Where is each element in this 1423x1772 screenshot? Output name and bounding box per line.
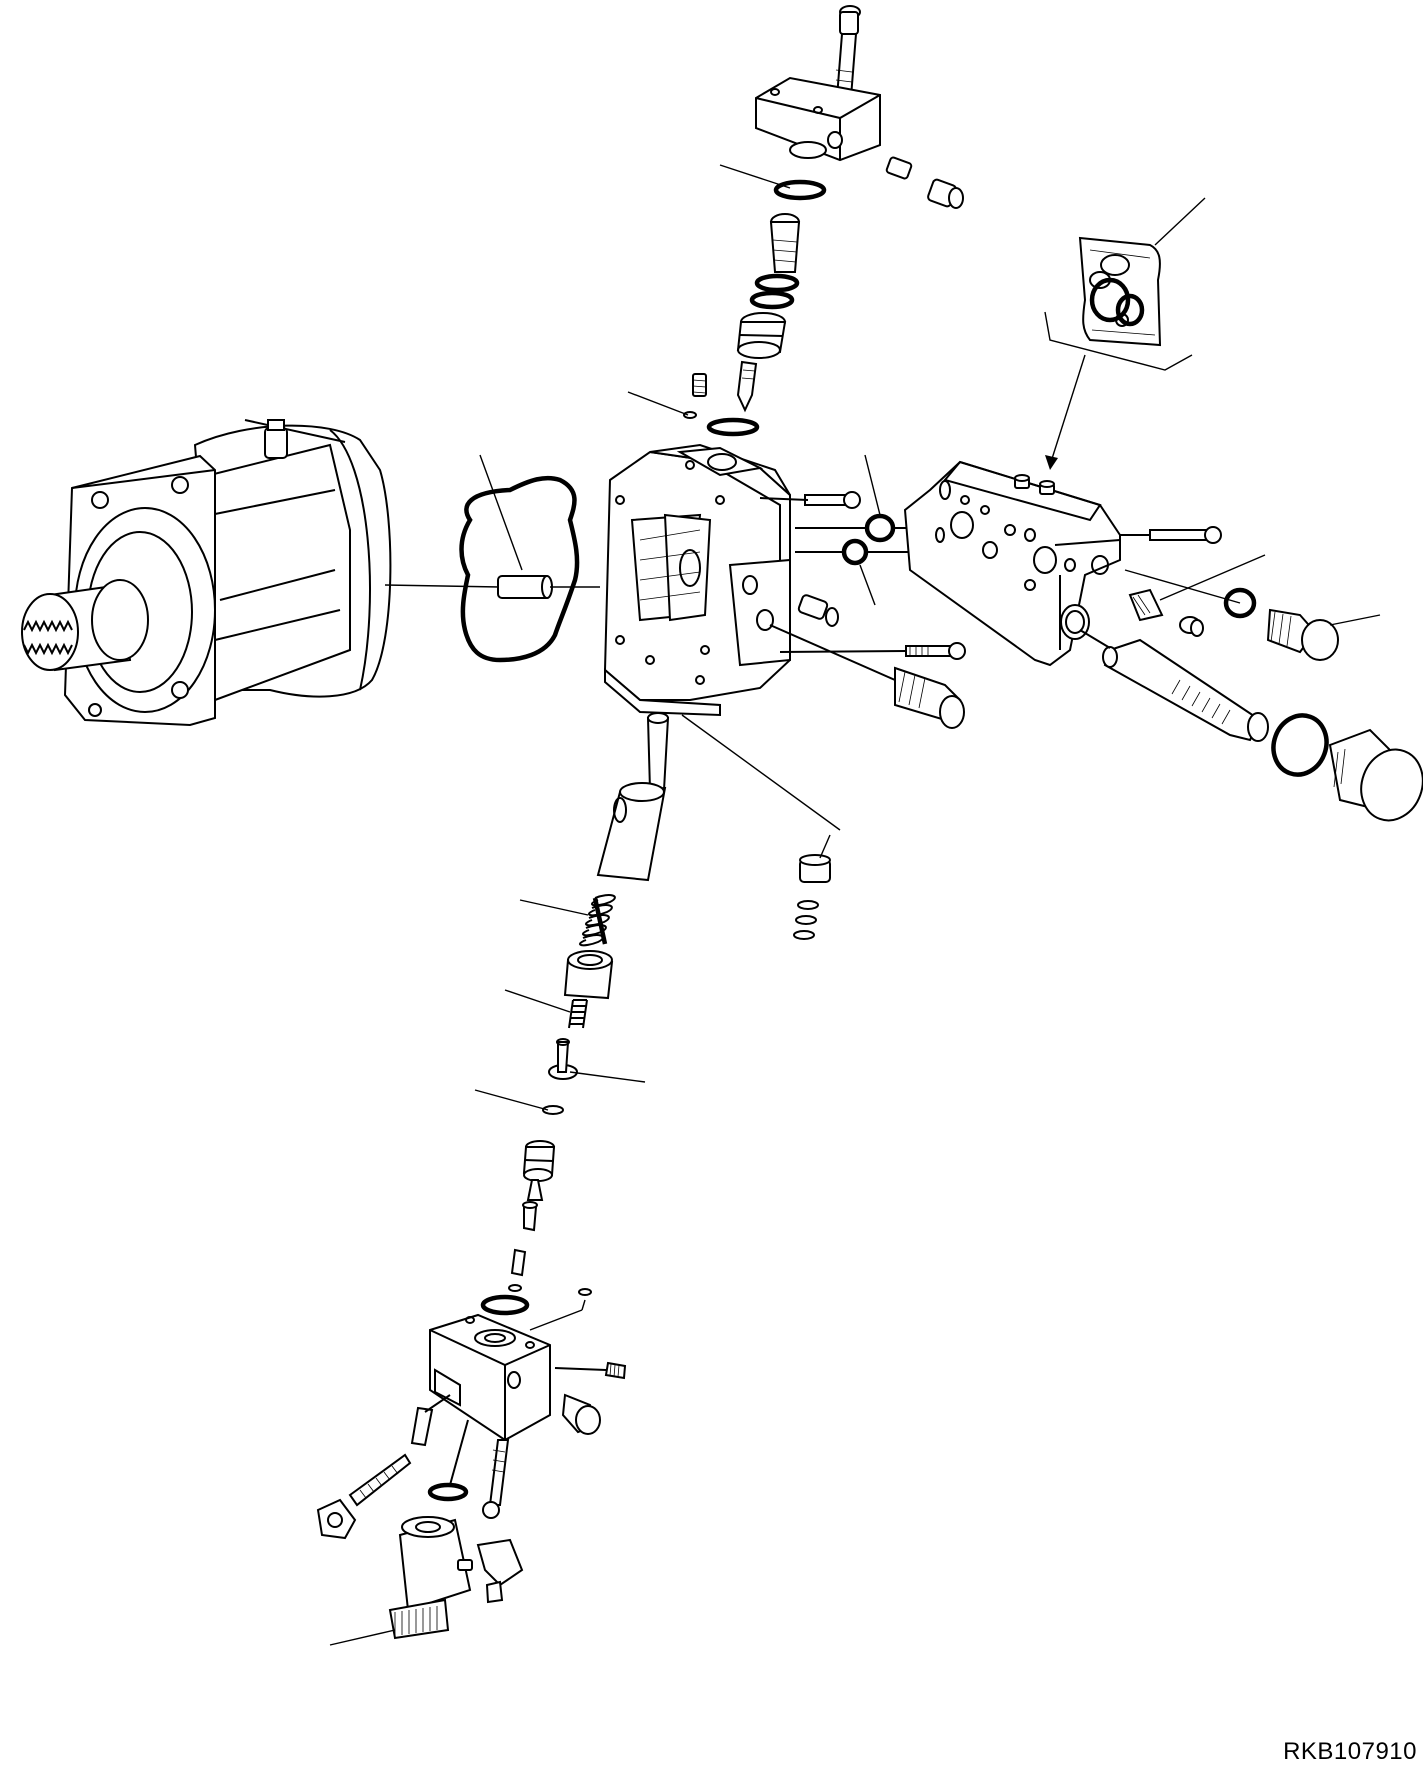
drawing-reference-code: RKB107910 [1283, 1738, 1417, 1765]
seal-kit-package [1044, 197, 1206, 371]
upper-control-cover [627, 5, 964, 437]
valve-block-components [1079, 526, 1423, 822]
housing-screws [759, 454, 985, 729]
port-plate-housing [603, 443, 791, 717]
lower-control-stack [316, 712, 841, 1646]
gasket-and-pin [459, 454, 600, 663]
valve-block [903, 354, 1121, 667]
hydraulic-motor-assembly [21, 419, 501, 727]
